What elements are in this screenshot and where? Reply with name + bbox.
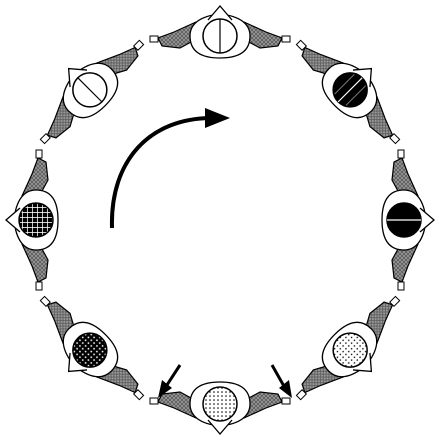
- dancer-top-right: [285, 19, 421, 155]
- dancer-top-left: [19, 19, 155, 155]
- step-arrow-right: [272, 365, 292, 398]
- rotation-arrow-head: [205, 108, 230, 128]
- dancers-layer: [6, 6, 434, 434]
- dancer-bottom-left: [19, 285, 155, 421]
- rotation-arrow: [112, 118, 212, 228]
- dancer-top: [150, 6, 290, 58]
- head-bottom: [203, 387, 237, 421]
- dancer-left: [6, 150, 58, 290]
- dancer-bottom-right: [285, 285, 421, 421]
- head-left: [19, 203, 53, 237]
- dancer-bottom: [150, 382, 290, 434]
- dancer-right: [382, 150, 434, 290]
